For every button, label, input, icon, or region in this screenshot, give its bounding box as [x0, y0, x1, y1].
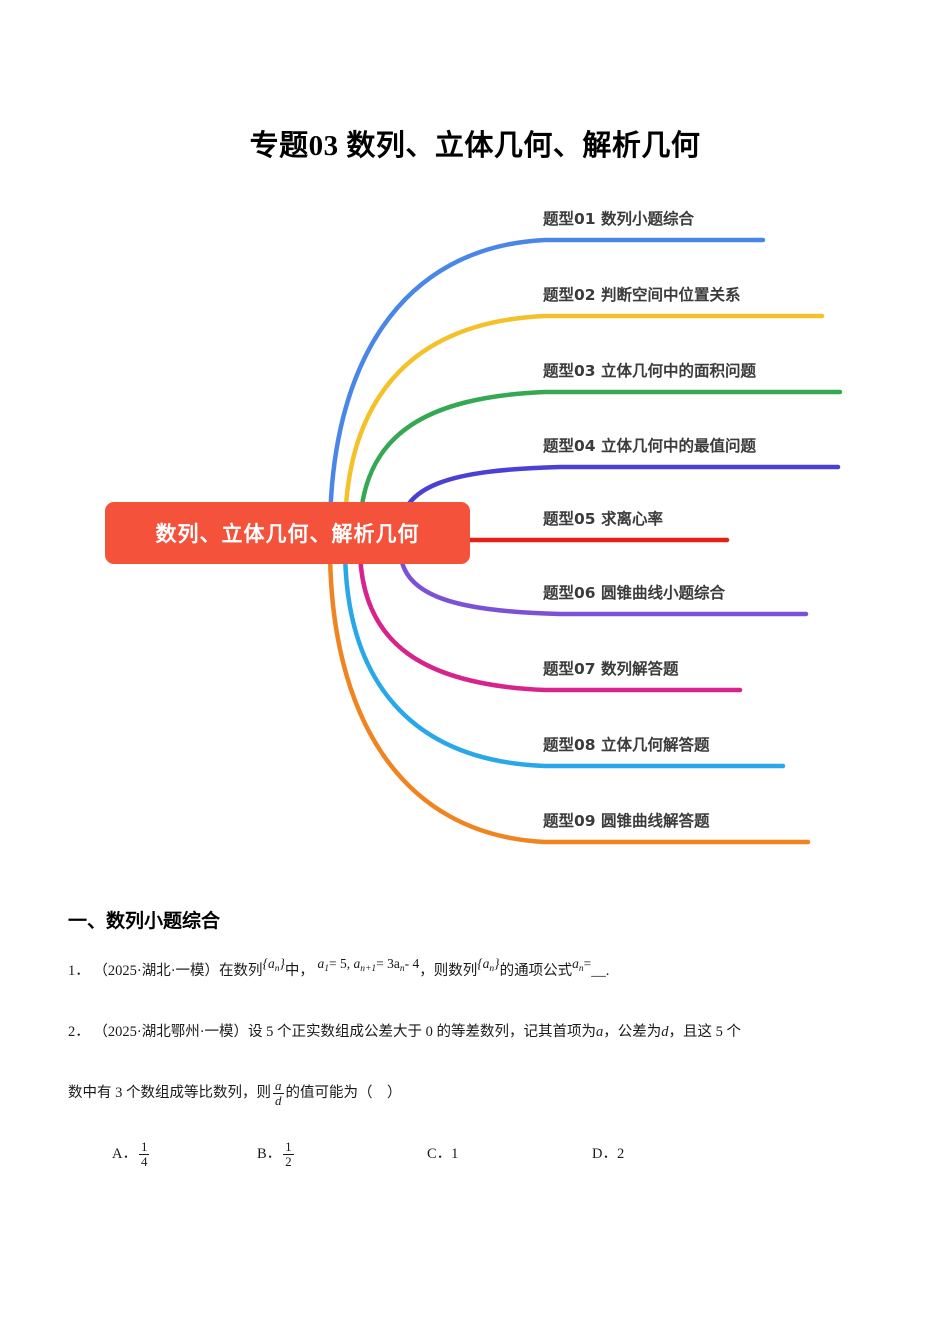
question-2-var-a: a [596, 1024, 604, 1040]
mindmap-branch-label-8[interactable]: 题型08 立体几何解答题 [543, 736, 710, 754]
question-2-source: （2025·湖北鄂州·一模） [93, 1024, 249, 1040]
branch-curve-1 [327, 237, 766, 536]
question-2-line-1: 2． （2025·湖北鄂州·一模）设 5 个正实数组成公差大于 0 的等差数列，… [68, 1024, 742, 1040]
question-1-blank: __. [591, 963, 610, 979]
branch-curve-2 [342, 313, 825, 536]
question-1-text-3: ，则数列 [419, 963, 478, 979]
mindmap-center-label: 数列、立体几何、解析几何 [155, 522, 420, 546]
option-c-value: 1 [451, 1146, 459, 1163]
question-1-formula-recurrence: a1= 5, an+1= 3an- 4 [317, 956, 420, 974]
mindmap-branch-label-5[interactable]: 题型05 求离心率 [543, 510, 663, 528]
option-c[interactable]: C．1 [427, 1146, 459, 1163]
question-1-text-1: 在数列 [219, 963, 263, 979]
branch-curve-7 [357, 544, 743, 693]
mindmap-branch-label-1[interactable]: 题型01 数列小题综合 [543, 210, 694, 228]
section-heading: 一、数列小题综合 [68, 911, 221, 932]
option-d-value: 2 [616, 1146, 625, 1163]
branch-curve-9 [327, 544, 811, 845]
mindmap-branch-label-6[interactable]: 题型06 圆锥曲线小题综合 [543, 584, 725, 602]
question-1-source: （2025·湖北·一模） [93, 963, 220, 979]
mindmap-branch-label-9[interactable]: 题型09 圆锥曲线解答题 [543, 812, 710, 830]
question-2: 2． （2025·湖北鄂州·一模）设 5 个正实数组成公差大于 0 的等差数列，… [68, 1024, 741, 1041]
question-2-var-d: d [661, 1024, 669, 1040]
mindmap: 数列、立体几何、解析几何 题型01 数列小题综合 题型02 判断空间中位置关系 … [0, 185, 950, 875]
mindmap-branch-label-7[interactable]: 题型07 数列解答题 [543, 660, 679, 678]
branch-curve-6 [397, 544, 809, 617]
mindmap-center-node[interactable]: 数列、立体几何、解析几何 [105, 502, 470, 564]
mindmap-branch-label-3[interactable]: 题型03 立体几何中的面积问题 [543, 362, 756, 380]
question-2-number: 2． [68, 1024, 90, 1040]
branch-curve-8 [342, 544, 786, 769]
question-1-formula-general-term: an= [572, 956, 592, 974]
mindmap-branch-label-2[interactable]: 题型02 判断空间中位置关系 [543, 286, 741, 304]
question-1-text-4: 的通项公式 [499, 963, 573, 979]
question-1-text-2: 中， [284, 963, 314, 979]
page-title: 专题03 数列、立体几何、解析几何 [249, 130, 701, 162]
question-1: 1． （2025·湖北·一模）在数列{an}中， a1= 5, an+1= 3a… [68, 956, 610, 980]
question-1-sequence-2: {an} [477, 956, 500, 974]
question-1-number: 1． [68, 963, 90, 979]
branch-curve-3 [357, 389, 843, 536]
mindmap-branch-label-4[interactable]: 题型04 立体几何中的最值问题 [543, 437, 756, 455]
option-d[interactable]: D．2 [592, 1146, 625, 1163]
question-1-sequence-1: {an} [262, 956, 285, 974]
